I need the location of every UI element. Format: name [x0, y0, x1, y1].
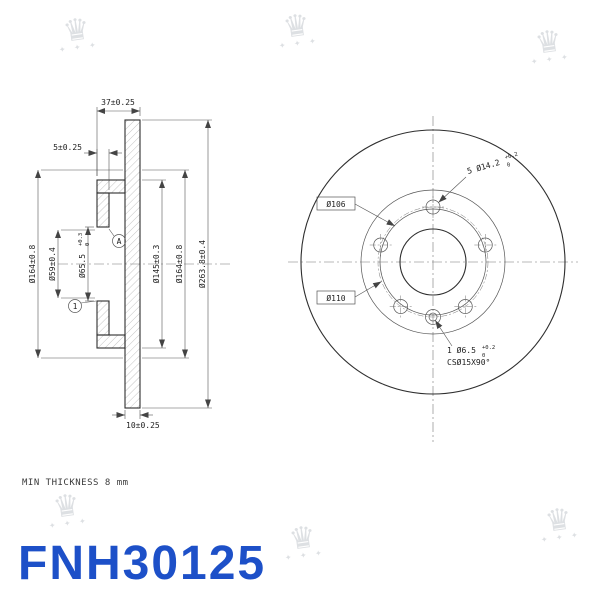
dim-dia-2-label: Ø59±0.4: [47, 247, 57, 281]
dim-center-bore-label: Ø65.5: [77, 254, 87, 278]
leader-line: [80, 300, 97, 304]
disc-plate-section: [124, 119, 141, 409]
dim-dia-4: Ø164±0.8: [142, 169, 189, 359]
dim-dia-1-label: Ø164±0.8: [27, 245, 37, 284]
leader-line: [438, 176, 467, 203]
dim-outer-diameter-label: Ø263.8±0.4: [197, 240, 207, 288]
dim-step-width-label: 5±0.25: [53, 143, 82, 152]
dim-dia-3: Ø145±0.3: [142, 179, 166, 349]
dim-outer-diameter: Ø263.8±0.4: [142, 119, 212, 409]
pin-hole: [428, 312, 438, 322]
dim-dia-4-label: Ø164±0.8: [174, 245, 184, 284]
dim-dia-1: Ø164±0.8: [27, 169, 123, 359]
mounting-face-top-section: [96, 192, 110, 228]
section-view: A 1 37±0.25 5±0.25: [27, 98, 232, 430]
balloon-1-marker: 1: [68, 299, 97, 313]
bell-circle: [360, 189, 506, 335]
bolt-holes-tol-upper: +0.2: [504, 152, 518, 161]
bolt-holes-label: 5 Ø14.2: [466, 157, 501, 176]
mounting-face-bottom-section: [96, 300, 110, 336]
dim-overall-width-label: 37±0.25: [101, 98, 135, 107]
bell-wall-top-section: [96, 179, 126, 194]
countersink-label: CSØ15X90°: [447, 357, 490, 367]
pin-hole-tol-lower: 0: [482, 353, 485, 359]
bell-wall-bottom-section: [96, 334, 126, 349]
balloon-1-label: 1: [73, 302, 78, 311]
label-box: [316, 290, 356, 305]
min-thickness-note: MIN THICKNESS 8 mm: [22, 478, 129, 488]
callout-hub-face-diameter: Ø106: [316, 196, 396, 227]
dim-center-bore-tol-lower: 0: [85, 243, 91, 246]
dim-step-width: 5±0.25: [53, 143, 122, 190]
bolt-hole-center-marks: [369, 196, 497, 318]
balloon-circle: [68, 299, 82, 313]
dim-plate-thickness: 10±0.25: [112, 410, 160, 430]
dim-dia-3-label: Ø145±0.3: [151, 245, 161, 284]
front-view: 5 Ø14.2 +0.2 0 Ø106 Ø110 1 Ø6.5: [288, 116, 578, 442]
bolt-circle: [377, 206, 489, 318]
label-box: [316, 196, 356, 211]
dim-center-bore-tol-upper: +0.3: [78, 233, 84, 246]
pin-hole-tol-upper: +0.2: [482, 345, 495, 351]
datum-a-label: A: [117, 237, 122, 246]
pin-hole-label: 1 Ø6.5: [447, 345, 476, 355]
leader-line: [354, 281, 382, 298]
center-bore-circle: [399, 228, 467, 296]
part-number: FNH30125: [18, 537, 267, 590]
leader-line: [434, 320, 453, 347]
dim-center-bore: Ø65.5 +0.3 0: [77, 226, 94, 302]
outer-diameter-circle: [300, 129, 566, 395]
dim-plate-thickness-label: 10±0.25: [126, 421, 160, 430]
leader-line: [108, 228, 115, 237]
callout-bolt-holes: 5 Ø14.2 +0.2 0: [438, 152, 519, 203]
leader-line: [354, 203, 396, 227]
pcd-label: Ø110: [326, 293, 345, 303]
callout-pitch-circle-diameter: Ø110: [316, 281, 382, 305]
hub-face-diameter-label: Ø106: [326, 199, 345, 209]
datum-a-marker: A: [108, 228, 126, 248]
callout-pin-hole: 1 Ø6.5 +0.2 0 CSØ15X90°: [434, 320, 495, 367]
pin-hole-countersink: [425, 309, 441, 325]
datum-circle: [112, 234, 126, 248]
bolt-holes-tol-lower: 0: [506, 162, 511, 169]
